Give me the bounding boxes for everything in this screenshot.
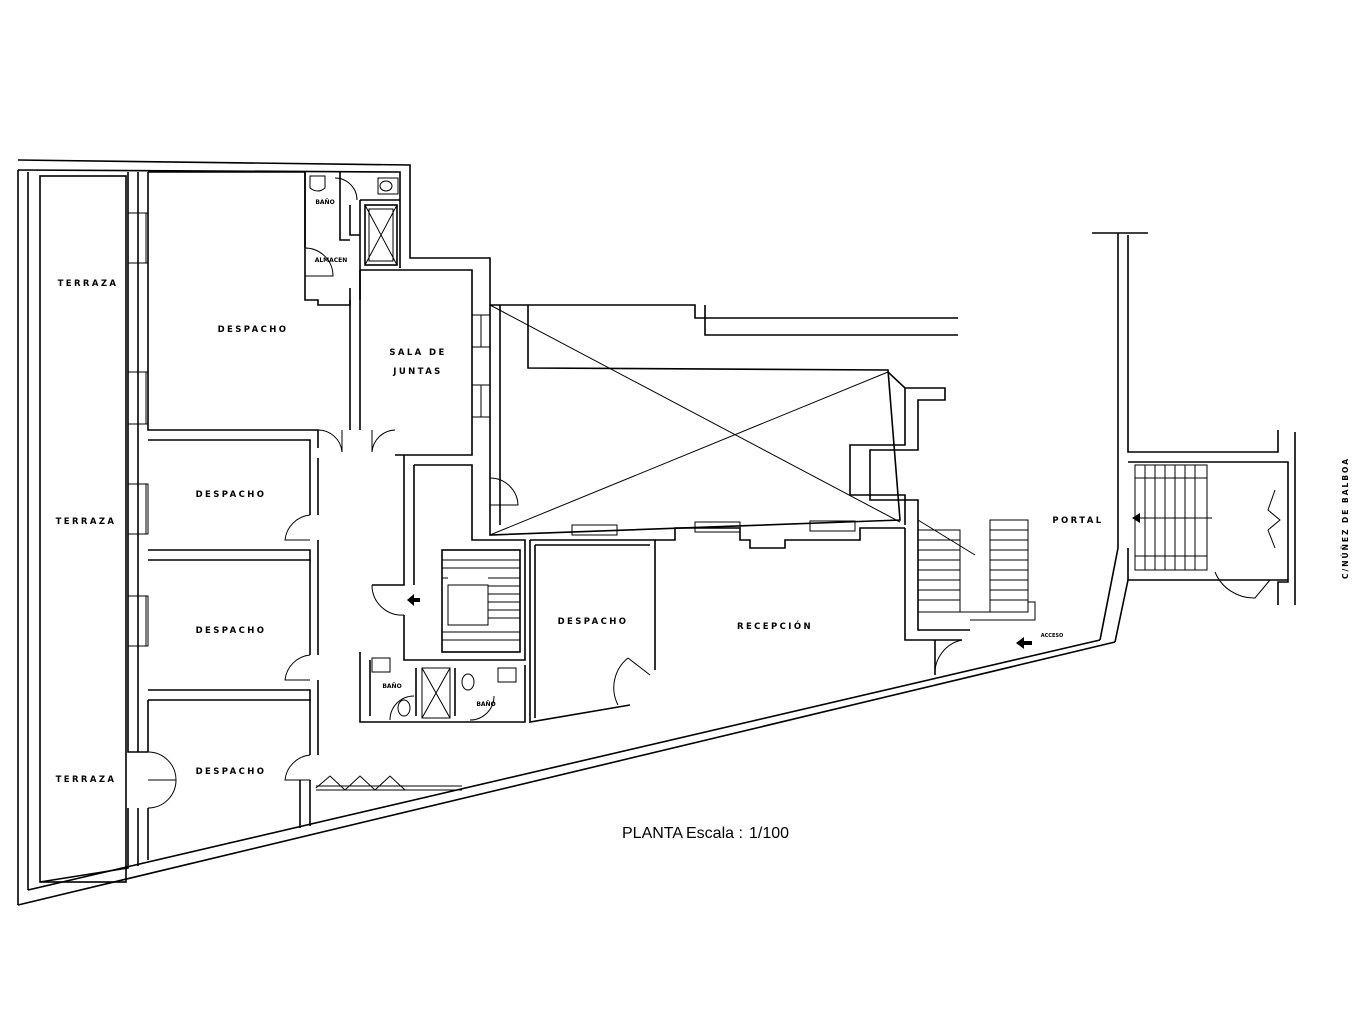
label-despacho-1: DESPACHO xyxy=(218,325,289,335)
label-street: C/NÚÑEZ DE BALBOA xyxy=(1341,457,1350,579)
offices-left xyxy=(147,171,462,860)
label-bano-left: BAÑO xyxy=(382,683,401,690)
label-recepcion: RECEPCIÓN xyxy=(737,620,813,632)
label-despacho-2: DESPACHO xyxy=(196,490,267,500)
arrow-icon xyxy=(407,594,420,606)
label-portal: PORTAL xyxy=(1052,516,1103,526)
banos-bottom xyxy=(359,652,526,723)
label-terraza-mid: TERRAZA xyxy=(56,517,117,527)
plan-caption: PLANTA Escala : 1/100 xyxy=(622,825,789,842)
central-stairs xyxy=(371,455,526,661)
label-despacho-4: DESPACHO xyxy=(196,767,267,777)
recepcion-area xyxy=(655,519,1036,676)
label-terraza-top: TERRAZA xyxy=(58,279,119,289)
caption-scale-value: 1/100 xyxy=(749,825,789,842)
label-terraza-bottom: TERRAZA xyxy=(56,775,117,785)
sala-de-juntas xyxy=(349,269,491,456)
portal-stairs xyxy=(1132,464,1281,599)
label-despacho-3: DESPACHO xyxy=(196,626,267,636)
caption-scale-label: Escala : xyxy=(686,825,743,842)
caption-title: PLANTA xyxy=(622,825,683,842)
label-despacho-5: DESPACHO xyxy=(558,617,629,627)
label-acceso: ACCESO xyxy=(1041,633,1063,639)
despacho-centre xyxy=(529,539,656,723)
label-almacen: ALMACEN xyxy=(315,257,348,264)
terraza-strip xyxy=(39,172,149,883)
room-labels: TERRAZA TERRAZA TERRAZA DESPACHO DESPACH… xyxy=(56,199,1350,785)
label-bano-right: BAÑO xyxy=(476,701,495,708)
patio xyxy=(489,304,946,536)
bano-almacen-top xyxy=(304,172,400,300)
arrow-icon xyxy=(1132,513,1140,523)
outer-walls xyxy=(17,159,1296,906)
label-sala-juntas-2: JUNTAS xyxy=(392,367,442,377)
arrow-icon xyxy=(1016,637,1032,649)
label-sala-juntas-1: SALA DE xyxy=(389,348,446,358)
label-bano-top: BAÑO xyxy=(315,199,334,206)
